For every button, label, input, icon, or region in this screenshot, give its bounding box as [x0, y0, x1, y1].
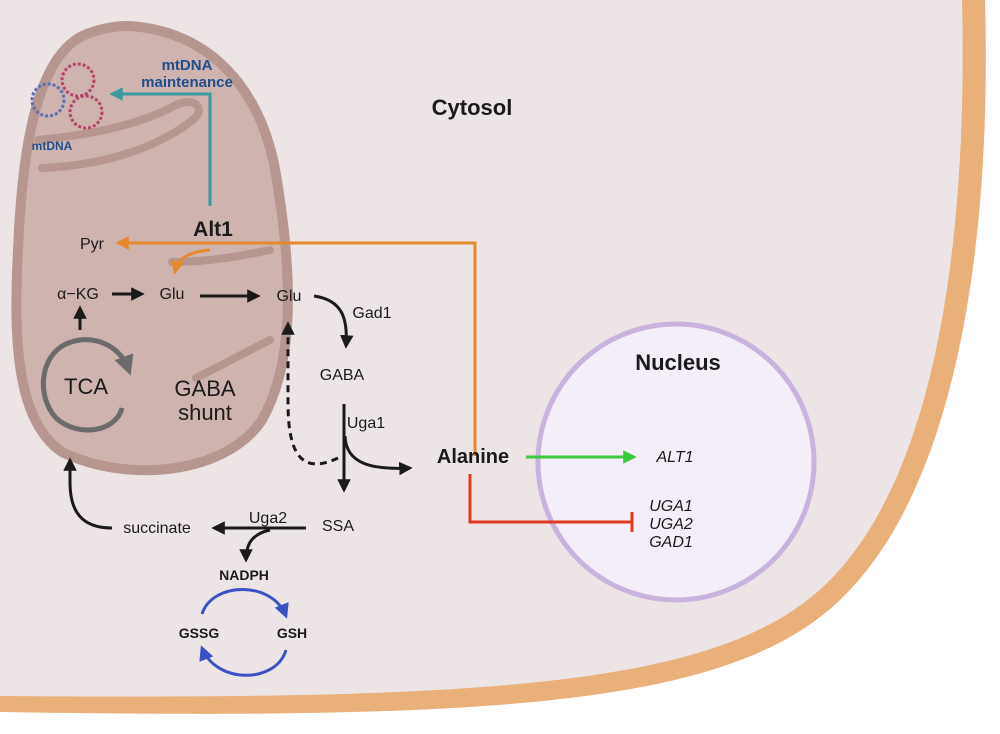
gssg-label: GSSG [179, 625, 220, 641]
gene-uga1-label: UGA1 [649, 498, 693, 515]
mtdna-circle-2 [30, 82, 66, 118]
gaba-label: GABA [320, 367, 365, 384]
uga2-enzyme-label: Uga2 [249, 510, 287, 527]
uga1-enzyme-label: Uga1 [347, 415, 385, 432]
tca-label: TCA [64, 374, 108, 399]
arrow-to-alanine [343, 435, 413, 476]
pyr-label: Pyr [80, 236, 105, 253]
orange-arrow-alt1-to-glu [170, 248, 211, 275]
mtdna-maintenance-label-line1: mtDNA [162, 57, 213, 74]
dashed-arrow-to-glu [281, 321, 339, 466]
nucleus-label: Nucleus [635, 350, 721, 375]
cytosol-label: Cytosol [432, 95, 513, 120]
mtdna-circle-1 [60, 62, 96, 98]
glu-cyto-label: Glu [277, 288, 302, 305]
gene-gad1-label: GAD1 [649, 534, 693, 551]
alt1-protein-label: Alt1 [193, 218, 233, 241]
alanine-label: Alanine [437, 446, 509, 468]
gene-alt1-label: ALT1 [655, 449, 693, 466]
nucleus [535, 321, 817, 603]
orange-arrow-alanine-to-pyr [115, 236, 477, 456]
gsh-label: GSH [277, 625, 307, 641]
gene-uga2-label: UGA2 [649, 516, 693, 533]
ssa-label: SSA [322, 518, 354, 535]
nadph-label: NADPH [219, 567, 269, 583]
tca-cycle-arc [40, 337, 134, 433]
arrow-glu-to-gaba [313, 294, 354, 349]
arrow-succinate-to-tca [63, 457, 113, 530]
mtdna-maintenance-label-line2: maintenance [141, 74, 233, 91]
succinate-label: succinate [123, 520, 191, 537]
mtdna-circles-icon [30, 62, 104, 130]
blue-arc-bottom [199, 645, 288, 677]
glu-mito-label: Glu [160, 286, 185, 303]
mitochondrion-cristae [34, 98, 203, 172]
akg-label: α−KG [57, 286, 99, 303]
gad1-enzyme-label: Gad1 [352, 305, 391, 322]
red-inhibition-line [468, 474, 632, 524]
gaba-shunt-label-line2: shunt [178, 400, 232, 425]
teal-arrow-mtdna-maintenance [109, 87, 212, 206]
mitochondrion-crista-lower [192, 336, 274, 382]
gaba-shunt-label-line1: GABA [174, 376, 235, 401]
mtdna-label: mtDNA [32, 139, 73, 153]
mtdna-circle-3 [68, 94, 104, 130]
arrow-to-nadph [239, 528, 271, 563]
blue-arc-top [200, 588, 289, 619]
